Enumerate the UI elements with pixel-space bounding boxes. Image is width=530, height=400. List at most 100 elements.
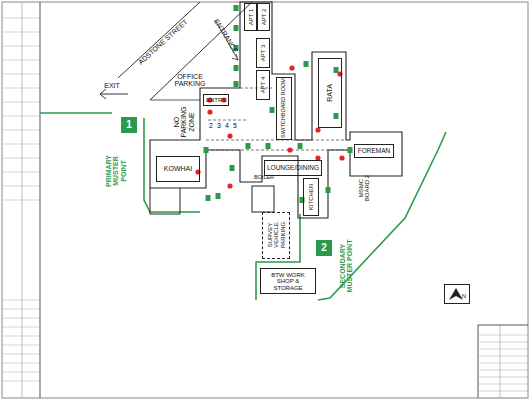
safety-marker bbox=[206, 195, 211, 201]
title-block-line bbox=[478, 342, 528, 343]
title-block-line bbox=[2, 200, 40, 201]
room-label: N bbox=[462, 293, 466, 299]
title-block-line bbox=[478, 384, 528, 385]
street-edge bbox=[150, 2, 252, 100]
title-block-line bbox=[2, 327, 40, 328]
extinguisher-marker bbox=[287, 147, 292, 152]
safety-marker bbox=[234, 81, 239, 87]
room-label: FOREMAN bbox=[358, 148, 391, 155]
muster-boundary bbox=[40, 113, 200, 212]
parking-edge bbox=[150, 100, 200, 101]
exit-arrow bbox=[100, 89, 128, 99]
room-box: APT 4 bbox=[256, 70, 270, 100]
safety-marker bbox=[234, 25, 239, 31]
title-block-line bbox=[478, 356, 528, 357]
room-label: LOUNGE/DINING bbox=[267, 165, 319, 172]
building-outline bbox=[150, 2, 402, 218]
frame-line bbox=[500, 325, 501, 398]
safety-marker bbox=[298, 143, 303, 149]
title-block-line bbox=[478, 349, 528, 350]
frame-line bbox=[478, 325, 528, 326]
street-edge bbox=[118, 2, 200, 78]
muster-boundary bbox=[256, 132, 446, 300]
muster-point: 1PRIMARY MUSTER POINT bbox=[121, 117, 137, 133]
room-label: KOWHAI bbox=[164, 165, 192, 172]
title-block-line bbox=[2, 172, 40, 173]
safety-marker bbox=[304, 61, 309, 67]
safety-marker bbox=[334, 67, 339, 73]
room-box: APT 3 bbox=[256, 38, 270, 68]
map-label: MSMC BOARD 2 bbox=[358, 171, 371, 205]
title-block-line bbox=[2, 345, 40, 346]
boiler-outline bbox=[252, 186, 274, 212]
safety-marker bbox=[234, 5, 239, 11]
title-block bbox=[2, 18, 528, 398]
map-label: EXIT bbox=[104, 82, 120, 89]
muster-label: SECONDARY MUSTER POINT bbox=[339, 239, 354, 293]
title-block-line bbox=[2, 363, 40, 364]
room-label: ENTRY bbox=[206, 97, 226, 103]
room-label: SURVEY VEHICLE PARKING bbox=[267, 213, 286, 257]
extinguisher-marker bbox=[315, 127, 320, 132]
title-block-line bbox=[2, 116, 40, 117]
title-block-line bbox=[2, 381, 40, 382]
title-block-line bbox=[2, 186, 40, 187]
map-label: 3 bbox=[217, 122, 221, 129]
extinguisher-marker bbox=[227, 183, 232, 188]
room-box: APT 1 bbox=[244, 3, 257, 31]
room-box: ENTRY bbox=[203, 94, 229, 106]
map-label: 4 bbox=[225, 122, 229, 129]
safety-marker bbox=[234, 65, 239, 71]
room-box: SWITCHBOARD ROOM bbox=[276, 77, 292, 140]
title-block-line bbox=[2, 318, 40, 319]
map-label: 5 bbox=[233, 122, 237, 129]
safety-marker bbox=[266, 143, 271, 149]
room-label: APT 1 bbox=[247, 9, 253, 26]
title-block-line bbox=[478, 370, 528, 371]
room-box: FOREMAN bbox=[354, 144, 394, 158]
safety-marker bbox=[216, 193, 221, 199]
title-block-line bbox=[2, 88, 40, 89]
title-block-line bbox=[2, 144, 40, 145]
safety-marker bbox=[348, 147, 353, 153]
map-label: NO PARKING ZONE bbox=[173, 102, 195, 142]
parking-area: SURVEY VEHICLE PARKING bbox=[262, 212, 290, 259]
north-arrow bbox=[449, 288, 463, 300]
room-label: SWITCHBOARD ROOM bbox=[281, 78, 287, 138]
title-block-line bbox=[2, 158, 40, 159]
entrance-arrow bbox=[232, 54, 238, 60]
extinguisher-marker bbox=[339, 155, 344, 160]
room-box: APT 2 bbox=[257, 3, 270, 31]
room-label: BOILER bbox=[254, 175, 274, 181]
room-box: BOILER bbox=[252, 172, 277, 184]
safety-marker bbox=[270, 107, 275, 113]
room-box: LOUNGE/DINING bbox=[264, 160, 322, 176]
title-block-line bbox=[478, 363, 528, 364]
north-arrow-box: N bbox=[444, 284, 470, 304]
title-block-line bbox=[2, 32, 40, 33]
title-block-line bbox=[478, 398, 528, 399]
room-label: 2 bbox=[321, 243, 327, 254]
room-label: APT 4 bbox=[260, 77, 266, 94]
safety-marker bbox=[326, 187, 331, 193]
map-label: ADSTONE STREET bbox=[137, 18, 189, 66]
title-block-line bbox=[2, 354, 40, 355]
building-outline bbox=[150, 188, 180, 214]
map-label: 2 bbox=[209, 122, 213, 129]
title-block-line bbox=[2, 102, 40, 103]
workshop-box: BTW WORK SHOP & STORAGE bbox=[260, 268, 316, 294]
map-label: OFFICE PARKING bbox=[170, 73, 210, 88]
room-label: 1 bbox=[126, 120, 132, 131]
room-box: KOWHAI bbox=[156, 156, 200, 182]
room-box: KITCHEN bbox=[303, 178, 319, 216]
title-block-line bbox=[2, 309, 40, 310]
frame-line bbox=[478, 325, 479, 398]
room-label: RATA bbox=[326, 84, 333, 102]
muster-point: 2SECONDARY MUSTER POINT bbox=[316, 240, 332, 256]
room-box: RATA bbox=[318, 58, 342, 128]
safety-marker bbox=[204, 147, 209, 153]
extinguisher-marker bbox=[207, 109, 212, 114]
safety-markers bbox=[195, 5, 352, 203]
